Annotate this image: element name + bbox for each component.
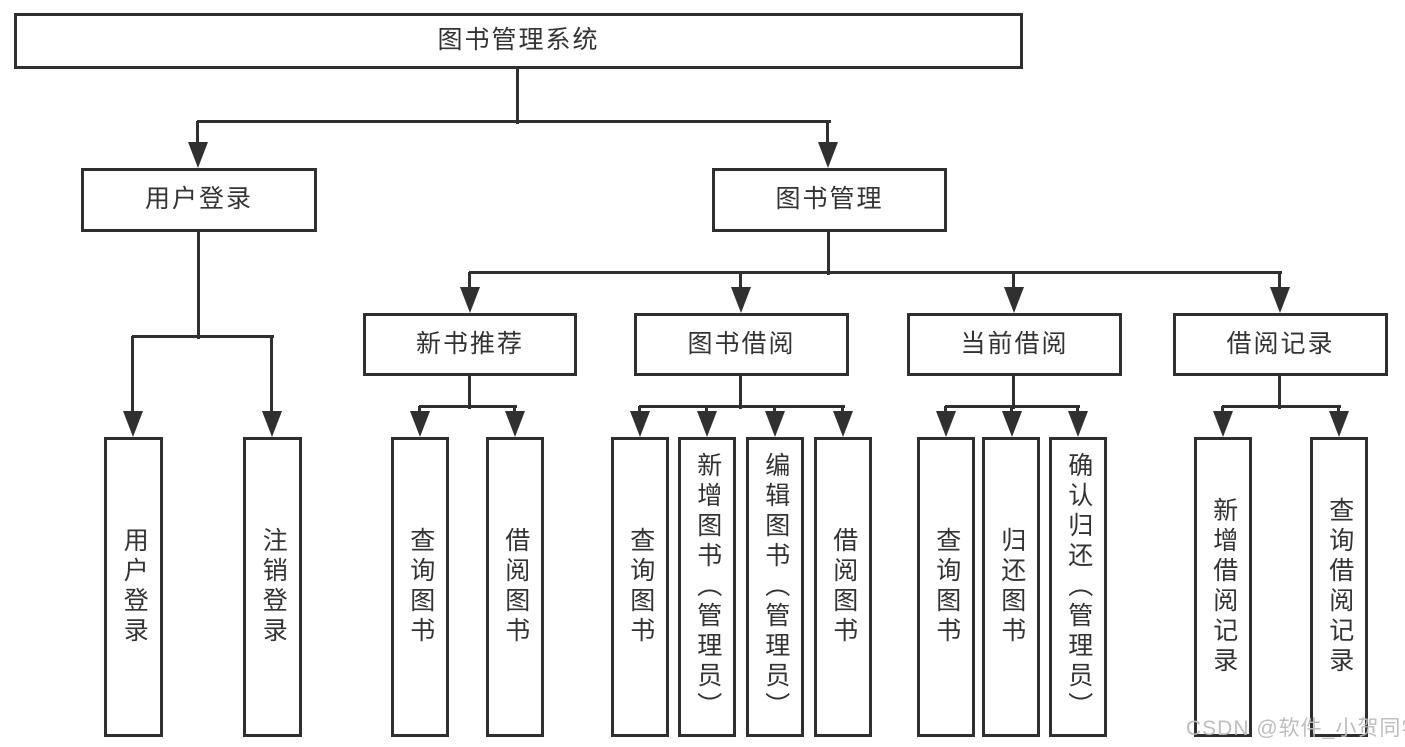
arrow-down-icon xyxy=(1270,287,1290,313)
connector-line xyxy=(131,336,134,413)
arrow-down-icon xyxy=(1213,411,1233,437)
connector-line xyxy=(468,272,471,289)
node-new-book-recommend: 新书推荐 xyxy=(363,313,577,376)
connector-line xyxy=(197,120,831,123)
connector-line xyxy=(841,406,844,413)
connector-line xyxy=(468,376,471,409)
leaf-bb-add-books-admin: 新增图书（管理员） xyxy=(678,437,736,737)
leaf-bb-edit-books-admin: 编辑图书（管理员） xyxy=(746,437,804,737)
arrow-down-icon xyxy=(818,142,838,168)
connector-line xyxy=(418,406,421,413)
leaf-user-login: 用户登录 xyxy=(104,437,163,737)
connector-line xyxy=(1221,406,1224,413)
connector-line xyxy=(1076,406,1079,413)
leaf-cb-return-books: 归还图书 xyxy=(982,437,1040,737)
connector-line xyxy=(1012,272,1015,289)
connector-line xyxy=(513,406,516,413)
leaf-nb-borrow-books: 借阅图书 xyxy=(486,437,544,737)
connector-line xyxy=(1222,405,1341,408)
node-borrow-records: 借阅记录 xyxy=(1173,313,1388,376)
connector-line xyxy=(773,406,776,413)
arrow-down-icon xyxy=(505,411,525,437)
leaf-br-query-record: 查询借阅记录 xyxy=(1310,437,1368,737)
connector-line xyxy=(944,406,947,413)
arrow-down-icon xyxy=(188,142,208,168)
connector-line xyxy=(516,69,519,124)
arrow-down-icon xyxy=(1329,411,1349,437)
arrow-down-icon xyxy=(765,411,785,437)
arrow-down-icon xyxy=(833,411,853,437)
connector-line xyxy=(197,232,200,339)
connector-line xyxy=(1012,376,1015,409)
node-book-borrowing: 图书借阅 xyxy=(634,313,849,376)
arrow-down-icon xyxy=(630,411,650,437)
arrow-down-icon xyxy=(1004,287,1024,313)
connector-line xyxy=(826,121,829,144)
leaf-logout: 注销登录 xyxy=(243,437,302,737)
connector-line xyxy=(1337,406,1340,413)
arrow-down-icon xyxy=(1068,411,1088,437)
connector-line xyxy=(1278,272,1281,289)
connector-line xyxy=(739,272,742,289)
connector-line xyxy=(469,271,1282,274)
connector-line xyxy=(639,405,845,408)
leaf-nb-query-books: 查询图书 xyxy=(391,437,449,737)
node-book-management: 图书管理 xyxy=(712,168,947,232)
arrow-down-icon xyxy=(697,411,717,437)
leaf-bb-query-books: 查询图书 xyxy=(611,437,669,737)
connector-line xyxy=(419,405,517,408)
connector-line xyxy=(1010,406,1013,413)
arrow-down-icon xyxy=(262,411,282,437)
arrow-down-icon xyxy=(731,287,751,313)
connector-line xyxy=(638,406,641,413)
watermark: CSDN @软件_小贺同学 xyxy=(1186,717,1405,740)
connector-line xyxy=(196,121,199,144)
connector-line xyxy=(739,376,742,409)
node-current-borrowing: 当前借阅 xyxy=(907,313,1122,376)
connector-line xyxy=(1278,376,1281,409)
leaf-cb-confirm-return-admin: 确认归还（管理员） xyxy=(1049,437,1107,737)
connector-line xyxy=(132,335,274,338)
arrow-down-icon xyxy=(1002,411,1022,437)
node-root: 图书管理系统 xyxy=(14,13,1023,69)
leaf-br-add-record: 新增借阅记录 xyxy=(1194,437,1252,737)
connector-line xyxy=(270,336,273,413)
leaf-bb-borrow-books: 借阅图书 xyxy=(814,437,872,737)
arrow-down-icon xyxy=(936,411,956,437)
connector-line xyxy=(827,232,830,275)
connector-line xyxy=(705,406,708,413)
arrow-down-icon xyxy=(123,411,143,437)
arrow-down-icon xyxy=(460,287,480,313)
arrow-down-icon xyxy=(410,411,430,437)
node-user-login: 用户登录 xyxy=(81,168,317,232)
leaf-cb-query-books: 查询图书 xyxy=(917,437,975,737)
